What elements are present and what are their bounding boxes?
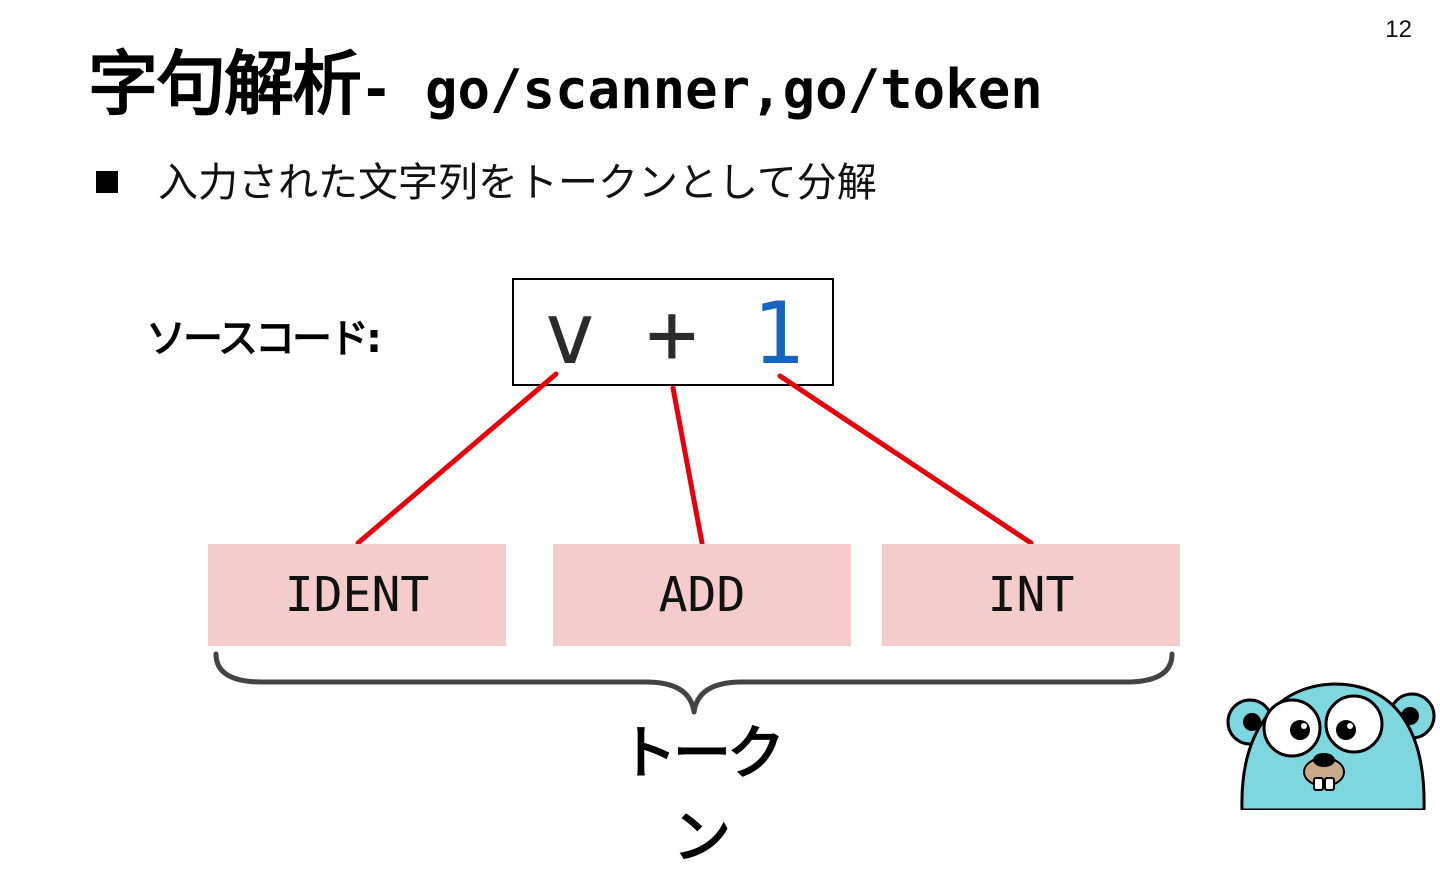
page-number: 12 [1385, 16, 1412, 43]
code-token-identifier: v [544, 284, 596, 384]
square-bullet-icon [96, 171, 118, 193]
tokens-caption: トークン [618, 719, 785, 871]
source-code-box: v + 1 [512, 278, 834, 386]
title-main: 字句解析 [88, 43, 362, 125]
token-add: ADD [553, 544, 851, 646]
bullet-text: 入力された文字列をトークンとして分解 [158, 160, 877, 206]
slide-title: 字句解析- go/scanner,go/token [88, 28, 1043, 129]
token-int: INT [882, 544, 1180, 646]
code-token-operator: + [646, 284, 698, 384]
gopher-mascot-icon [1226, 682, 1436, 810]
connector-ident [355, 371, 559, 546]
connector-diagram [213, 371, 1175, 715]
bullet-item: 入力された文字列をトークンとして分解 [96, 150, 877, 208]
connector-int [777, 373, 1034, 546]
token-ident: IDENT [208, 544, 506, 646]
title-subtitle: - go/scanner,go/token [360, 58, 1043, 121]
token-brace [213, 651, 1175, 715]
source-code-label: ソースコード: [146, 316, 382, 362]
code-token-literal: 1 [752, 284, 804, 384]
connector-add [670, 385, 705, 546]
